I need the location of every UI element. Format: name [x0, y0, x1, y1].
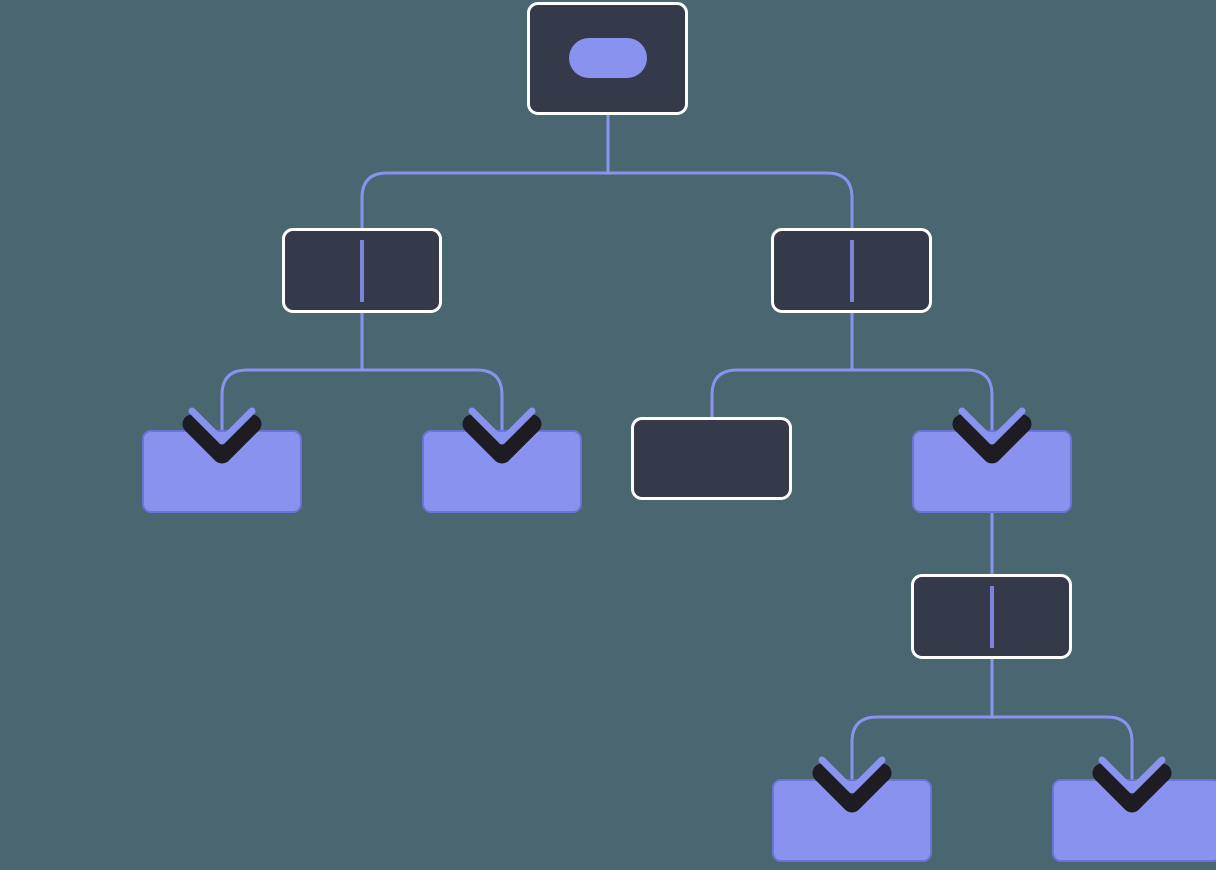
- arrow-marker-leaf-a: [182, 407, 262, 464]
- root-pill-badge: [569, 38, 647, 78]
- edge-level4-to-leaf-a: [850, 659, 994, 785]
- level3-dark-node[interactable]: [631, 417, 792, 500]
- edge-root-to-level2-left: [360, 58, 610, 330]
- arrow-marker-branch: [952, 407, 1032, 464]
- edge-level4-to-leaf-b: [990, 659, 1134, 785]
- edge-level2right-to-dark: [710, 313, 854, 419]
- arrow-marker-level5-a: [812, 756, 892, 813]
- edge-root-to-level2-right: [606, 58, 854, 330]
- arrow-marker-leaf-b: [462, 407, 542, 464]
- root-node[interactable]: [527, 2, 688, 115]
- edge-level2right-to-branch: [850, 313, 994, 436]
- edge-level2left-to-leaf-b: [360, 313, 504, 436]
- edge-level2left-to-leaf-a: [220, 313, 364, 436]
- arrow-marker-level5-b: [1092, 756, 1172, 813]
